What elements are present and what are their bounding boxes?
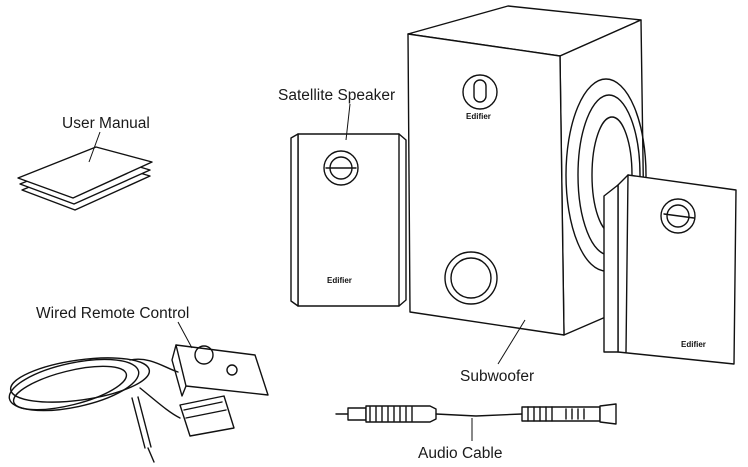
right-speaker-brand: Edifier: [681, 340, 706, 349]
subwoofer-illustration: Edifier: [407, 5, 647, 336]
satellite-speaker-label: Satellite Speaker: [278, 87, 395, 104]
satellite-speaker-left: Edifier: [290, 133, 407, 307]
subwoofer-label: Subwoofer: [460, 368, 534, 385]
audio-cable-label: Audio Cable: [418, 445, 502, 462]
satellite-speaker-leader: [345, 103, 351, 141]
subwoofer-leader: [497, 319, 526, 365]
satellite-speaker-right: Edifier: [603, 174, 737, 365]
user-manual-illustration: [17, 146, 153, 211]
left-speaker-brand: Edifier: [327, 276, 352, 285]
subwoofer-brand: Edifier: [466, 112, 491, 121]
wired-remote-control-illustration: [8, 344, 269, 463]
wired-remote-control-label: Wired Remote Control: [36, 305, 189, 322]
user-manual-label: User Manual: [62, 115, 150, 132]
user-manual-leader: [88, 131, 101, 163]
audio-cable-illustration: [335, 403, 617, 425]
wired-remote-leader: [177, 321, 193, 349]
